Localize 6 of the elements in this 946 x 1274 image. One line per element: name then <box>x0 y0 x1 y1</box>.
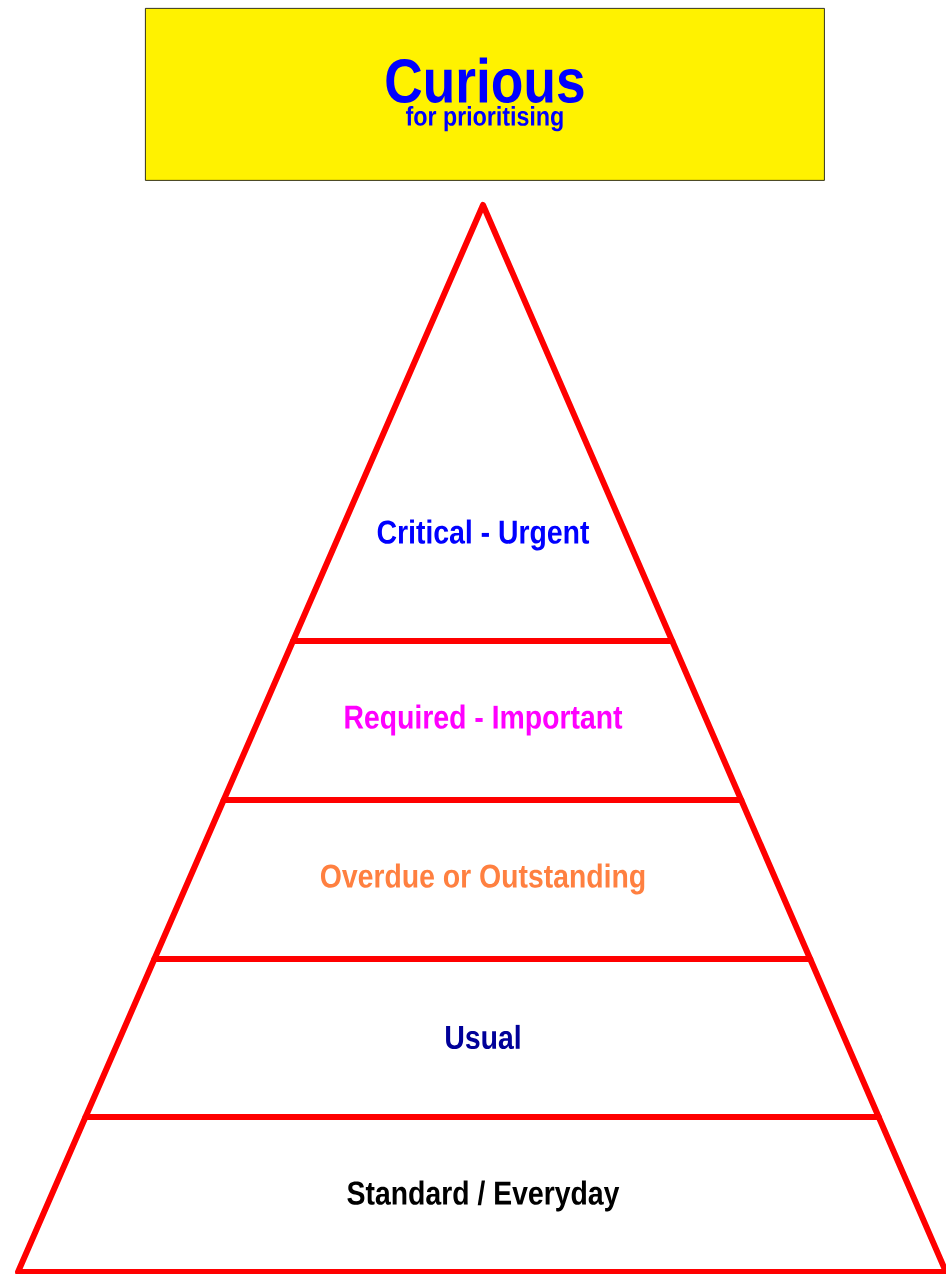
pyramid-tier: Required - Important <box>220 638 745 803</box>
pyramid-tier: Usual <box>82 956 882 1120</box>
pyramid-tier: Standard / Everyday <box>15 1114 946 1274</box>
title-box: Curious for prioritising <box>145 8 825 181</box>
pyramid-tier: Critical - Urgent <box>290 202 676 644</box>
pyramid-tier: Overdue or Outstanding <box>151 797 814 962</box>
